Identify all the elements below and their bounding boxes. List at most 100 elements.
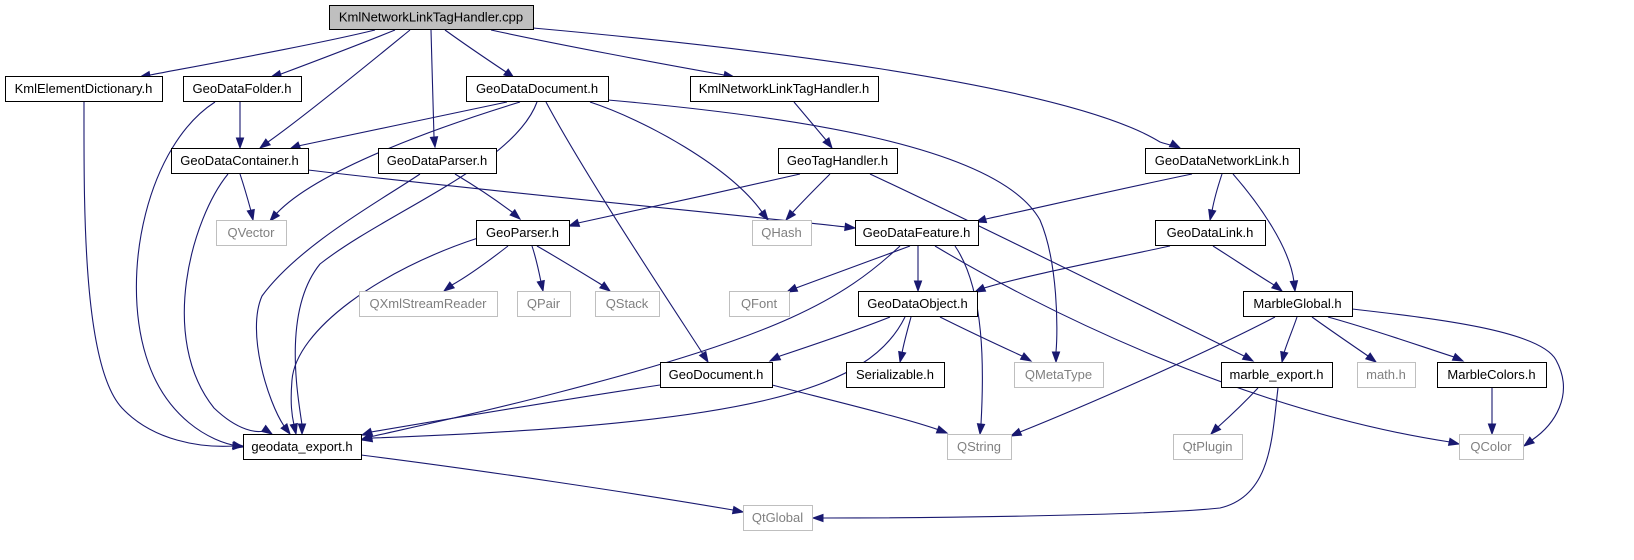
arrowhead-icon — [913, 280, 923, 293]
node-label: QMetaType — [1025, 367, 1092, 382]
node-qvector[interactable]: QVector — [216, 220, 287, 246]
arrowhead-icon — [235, 137, 245, 150]
edge-line — [1311, 316, 1369, 357]
node-mcol[interactable]: MarbleColors.h — [1437, 362, 1547, 388]
node-gdo[interactable]: GeoDataObject.h — [858, 291, 978, 317]
node-qpair[interactable]: QPair — [517, 291, 571, 317]
arrowhead-icon — [1241, 352, 1255, 362]
edge-gp-to-qpair — [531, 245, 545, 293]
node-ked[interactable]: KmlElementDictionary.h — [5, 76, 163, 102]
node-box — [183, 76, 302, 102]
dependency-edges — [83, 27, 1564, 523]
arrowhead-icon — [822, 136, 833, 150]
edge-line — [1327, 316, 1455, 358]
node-box — [1437, 362, 1547, 388]
node-knl[interactable]: KmlNetworkLinkTagHandler.h — [690, 76, 879, 102]
node-label: QVector — [228, 225, 276, 240]
node-gexp[interactable]: geodata_export.h — [243, 434, 362, 460]
node-box — [729, 291, 790, 317]
node-mg[interactable]: MarbleGlobal.h — [1243, 291, 1353, 317]
arrowhead-icon — [360, 433, 374, 443]
edge-gdl-to-gdo — [973, 245, 1171, 293]
edge-mg-to-mcol — [1327, 316, 1465, 362]
node-gdd[interactable]: GeoDataDocument.h — [466, 76, 609, 102]
arrowhead-icon — [1522, 436, 1536, 447]
node-gth[interactable]: GeoTagHandler.h — [778, 148, 898, 174]
edge-line — [536, 245, 603, 286]
arrowhead-icon — [1364, 352, 1378, 363]
node-label: KmlNetworkLinkTagHandler.h — [699, 81, 870, 96]
edge-gp-to-gexp — [289, 237, 479, 436]
arrowhead-icon — [811, 513, 824, 523]
edge-gdfeat-to-gdo — [913, 246, 923, 293]
arrowhead-icon — [297, 423, 307, 436]
node-gdc[interactable]: GeoDataContainer.h — [171, 148, 309, 174]
arrowhead-icon — [360, 427, 374, 436]
edge-line — [1019, 316, 1276, 433]
arrowhead-icon — [269, 210, 281, 223]
edge-line — [370, 384, 661, 433]
node-label: QHash — [761, 225, 801, 240]
node-gdfeat[interactable]: GeoDataFeature.h — [855, 220, 979, 246]
edge-line — [297, 101, 508, 147]
arrowhead-icon — [567, 218, 581, 227]
node-box — [1173, 434, 1243, 460]
edge-line — [771, 384, 940, 431]
node-qtglobal[interactable]: QtGlobal — [743, 505, 813, 531]
arrowhead-icon — [935, 425, 949, 434]
edge-line — [371, 316, 906, 439]
node-gdnl[interactable]: GeoDataNetworkLink.h — [1145, 148, 1300, 174]
arrowhead-icon — [442, 281, 456, 292]
edge-line — [369, 245, 901, 438]
node-gp[interactable]: GeoParser.h — [476, 220, 570, 246]
edge-gdf-to-gexp — [135, 101, 245, 450]
edge-line — [589, 101, 763, 213]
node-qhash[interactable]: QHash — [752, 220, 812, 246]
arrowhead-icon — [429, 136, 439, 149]
arrowhead-icon — [1209, 423, 1222, 436]
edge-line — [444, 29, 507, 73]
node-gdf[interactable]: GeoDataFolder.h — [183, 76, 302, 102]
node-label: KmlElementDictionary.h — [15, 81, 153, 96]
edge-gdfeat-to-qstring — [954, 245, 986, 436]
node-root[interactable]: KmlNetworkLinkTagHandler.cpp — [329, 5, 534, 30]
node-label: GeoDocument.h — [669, 367, 764, 382]
arrowhead-icon — [731, 505, 745, 515]
node-label: QStack — [606, 296, 649, 311]
node-label: GeoDataFeature.h — [863, 225, 971, 240]
edge-gdoc-to-gexp — [360, 384, 661, 436]
arrowhead-icon — [785, 209, 797, 222]
arrowhead-icon — [1289, 280, 1299, 293]
arrowhead-icon — [973, 283, 987, 293]
node-qstring[interactable]: QString — [947, 434, 1012, 460]
node-ser[interactable]: Serializable.h — [846, 362, 945, 388]
node-qfont[interactable]: QFont — [729, 291, 790, 317]
node-box — [855, 220, 979, 246]
edge-line — [822, 387, 1279, 519]
arrowhead-icon — [288, 141, 302, 150]
arrowhead-icon — [1487, 423, 1497, 436]
arrowhead-icon — [246, 208, 255, 222]
node-label: KmlNetworkLinkTagHandler.cpp — [339, 10, 523, 25]
node-qtplugin[interactable]: QtPlugin — [1173, 434, 1243, 460]
edge-gdnl-to-gdl — [1208, 173, 1223, 222]
node-gdl[interactable]: GeoDataLink.h — [1155, 220, 1266, 246]
node-gdp[interactable]: GeoDataParser.h — [378, 148, 497, 174]
node-mexp[interactable]: marble_export.h — [1221, 362, 1333, 388]
node-qcolor[interactable]: QColor — [1459, 434, 1524, 460]
edge-gth-to-gp — [567, 173, 801, 227]
arrowhead-icon — [768, 352, 782, 362]
node-label: GeoDataLink.h — [1167, 225, 1254, 240]
arrowhead-icon — [231, 440, 245, 450]
edge-gdo-to-qmeta — [939, 316, 1033, 362]
node-gdoc[interactable]: GeoDocument.h — [660, 362, 773, 388]
node-qstack[interactable]: QStack — [595, 291, 660, 317]
node-qmeta[interactable]: QMetaType — [1014, 362, 1104, 388]
edge-gdc-to-gexp — [183, 173, 274, 435]
node-qxml[interactable]: QXmlStreamReader — [359, 291, 498, 317]
edge-line — [290, 237, 479, 426]
node-label: Serializable.h — [856, 367, 934, 382]
edge-gdf-to-gdc — [235, 102, 245, 150]
node-math[interactable]: math.h — [1357, 362, 1416, 388]
edge-root-to-knl — [490, 29, 736, 80]
